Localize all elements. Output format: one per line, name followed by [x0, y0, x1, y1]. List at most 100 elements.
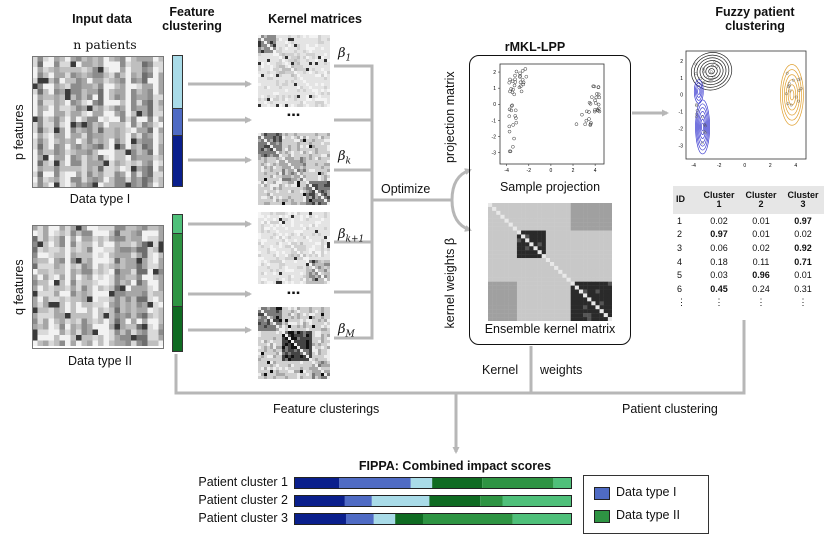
table-cell: 0.01 — [752, 215, 770, 226]
svg-text:1: 1 — [680, 76, 683, 82]
svg-text:-2: -2 — [679, 126, 684, 132]
beta-k1-symbol: β — [338, 227, 346, 242]
feature-cluster-bar-type1 — [172, 55, 183, 187]
fippa-cluster-label-3: Patient cluster 3 — [198, 511, 288, 525]
fippa-segment-3-6 — [512, 513, 572, 525]
table-row: 6 0.45 0.24 0.31 — [673, 282, 824, 296]
fippa-segment-3-3 — [373, 513, 396, 525]
table-cell: 0.03 — [710, 270, 728, 281]
n-patients-label: n patients — [65, 37, 145, 52]
ensemble-kernel-matrix — [488, 203, 612, 321]
feature-clusterings-line — [174, 320, 746, 395]
table-header-0: ID — [673, 186, 698, 214]
svg-text:-1: -1 — [679, 110, 684, 116]
legend-label-type1: Data type I — [616, 485, 677, 499]
svg-text:-4: -4 — [504, 168, 509, 174]
table-row: ⋮ ⋮ ⋮ ⋮ — [673, 296, 824, 310]
svg-text:4: 4 — [794, 163, 797, 169]
fippa-segment-1-3 — [410, 477, 433, 489]
beta-M-symbol: β — [338, 322, 346, 337]
kernel-weights-text: kernel weights β — [442, 237, 457, 329]
table-cell: 0.45 — [710, 283, 728, 294]
optimize-arrow-down — [450, 199, 472, 232]
fippa-segment-2-3 — [371, 495, 430, 507]
table-cell: 5 — [677, 270, 683, 281]
svg-text:2: 2 — [680, 59, 683, 65]
fippa-bar-2 — [294, 495, 572, 507]
fippa-segment-3-2 — [345, 513, 374, 525]
fippa-segment-1-6 — [553, 477, 572, 489]
legend-swatch-type1 — [594, 487, 610, 500]
svg-text:2: 2 — [572, 168, 575, 174]
table-cell: 4 — [677, 256, 683, 267]
svg-text:-1: -1 — [492, 118, 497, 124]
kernel-matrix-k-plus-1 — [258, 212, 330, 284]
header-fuzzy-clustering: Fuzzy patient clustering — [715, 5, 795, 34]
feature-clusterings-label: Feature clusterings — [273, 402, 380, 416]
svg-text:2: 2 — [493, 70, 496, 76]
svg-text:-2: -2 — [492, 134, 497, 140]
header-input-data: Input data — [72, 12, 132, 26]
header-feature-clustering: Feature clustering — [162, 5, 222, 34]
sample-projection-label: Sample projection — [499, 180, 601, 194]
table-cell: 6 — [677, 283, 683, 294]
projection-matrix-label: projection matrix — [442, 71, 457, 164]
beta-k-label: βk — [338, 149, 351, 167]
legend-label-type2: Data type II — [616, 508, 680, 522]
svg-text:0: 0 — [743, 163, 746, 169]
table-cell: 0.24 — [752, 283, 770, 294]
beta-k-subscript: k — [345, 156, 351, 167]
beta-1-label: β1 — [338, 46, 351, 64]
fippa-segment-2-2 — [344, 495, 372, 507]
fippa-segment-1-1 — [294, 477, 340, 489]
beta-M-label: βM — [338, 322, 355, 340]
svg-text:2: 2 — [769, 163, 772, 169]
svg-text:0: 0 — [550, 168, 553, 174]
table-header-3: Cluster 3 — [782, 186, 824, 214]
table-cell: 1 — [677, 215, 683, 226]
fippa-bar-3 — [294, 513, 572, 525]
table-cell: 0.02 — [710, 215, 728, 226]
header-rmkl-lpp: rMKL-LPP — [504, 40, 566, 54]
table-header-1: Cluster 1 — [698, 186, 740, 214]
svg-text:-2: -2 — [527, 168, 532, 174]
table-cell: 0.11 — [752, 256, 770, 267]
beta-M-subscript: M — [345, 329, 355, 340]
table-cell: ⋮ — [798, 296, 808, 307]
kernel-matrix-1 — [258, 35, 330, 107]
table-cell: ⋮ — [756, 296, 766, 307]
fippa-cluster-label-1: Patient cluster 1 — [198, 475, 288, 489]
header-kernel-matrices: Kernel matrices — [268, 12, 362, 26]
table-cell: 3 — [677, 242, 683, 253]
q-features-label: q features — [11, 259, 26, 315]
svg-text:0: 0 — [493, 102, 496, 108]
fippa-segment-1-2 — [339, 477, 411, 489]
fippa-segment-3-1 — [294, 513, 346, 525]
table-cell: ⋮ — [677, 296, 686, 307]
table-cell: 0.31 — [794, 283, 812, 294]
kernel-matrix-M — [258, 307, 330, 379]
p-features-label: p features — [11, 104, 26, 160]
beta-1-symbol: β — [338, 46, 346, 61]
optimize-label: Optimize — [381, 182, 431, 196]
kernel-dots-1: ▪▪▪ — [287, 110, 301, 121]
fippa-segment-3-5 — [422, 513, 513, 525]
table-row: 5 0.03 0.96 0.01 — [673, 268, 824, 282]
beta-k1-subscript: k+1 — [345, 234, 365, 245]
kernel-weights-label: kernel weights β — [443, 233, 457, 333]
fippa-segment-3-4 — [395, 513, 423, 525]
fippa-bar-1 — [294, 477, 572, 489]
data-type1-label: Data type I — [69, 192, 131, 206]
fippa-segment-2-4 — [429, 495, 481, 507]
table-cell: 0.92 — [794, 242, 812, 253]
table-cell: 0.96 — [752, 270, 770, 281]
table-cell: ⋮ — [714, 296, 724, 307]
table-cell: 0.01 — [794, 270, 812, 281]
svg-text:-4: -4 — [691, 163, 696, 169]
